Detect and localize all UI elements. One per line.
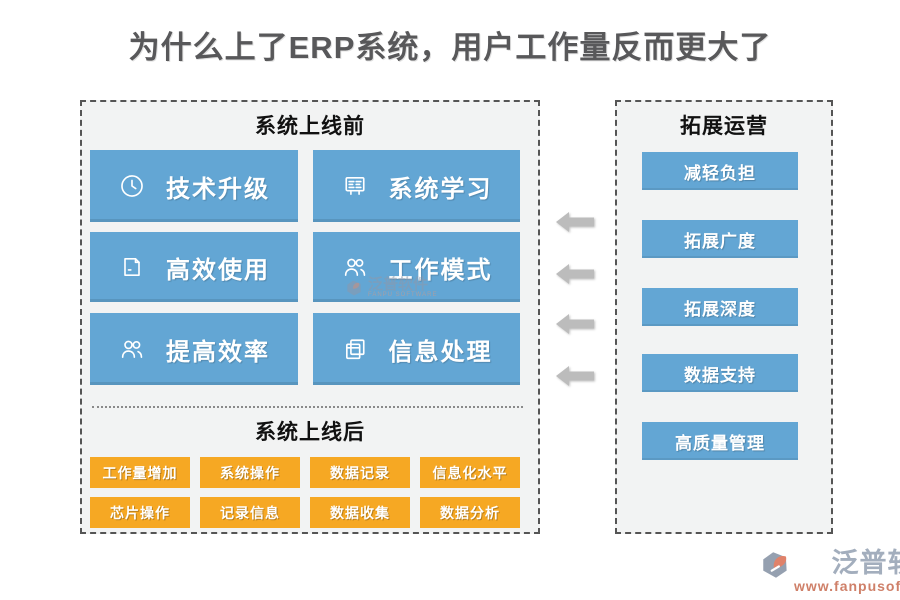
- expand-item-label: 减轻负担: [684, 163, 756, 183]
- expand-item-label: 拓展广度: [684, 231, 756, 251]
- after-panel-title: 系统上线后: [255, 421, 365, 444]
- after-item: 记录信息: [200, 497, 300, 528]
- after-item: 工作量增加: [90, 457, 190, 488]
- after-item: 数据收集: [310, 497, 410, 528]
- before-item-tech-upgrade: 技术升级: [90, 150, 298, 222]
- users-icon: [341, 253, 369, 281]
- expand-item-label: 数据支持: [684, 365, 756, 385]
- before-item-info-processing: 信息处理: [313, 313, 520, 385]
- before-item-label: 系统学习: [388, 175, 493, 203]
- after-item: 数据记录: [310, 457, 410, 488]
- panel-divider: [92, 406, 523, 408]
- before-item-label: 高效使用: [166, 256, 270, 284]
- logo-name: 泛普软件: [831, 548, 900, 578]
- before-item-improve-efficiency: 提高效率: [90, 313, 298, 385]
- after-item: 数据分析: [420, 497, 520, 528]
- after-item-label: 工作量增加: [102, 464, 178, 481]
- before-panel-title: 系统上线前: [255, 115, 365, 138]
- before-item-efficient-use: 高效使用: [90, 232, 298, 302]
- after-item-label: 数据记录: [330, 464, 390, 481]
- left-arrow-icon: [556, 262, 594, 291]
- fanpu-logo-icon: [758, 548, 794, 582]
- left-arrow-icon: [556, 210, 594, 239]
- expand-panel-title: 拓展运营: [680, 115, 768, 138]
- before-item-label: 信息处理: [388, 338, 493, 366]
- after-item-label: 数据分析: [440, 504, 500, 521]
- before-item-system-learning: 系统学习: [313, 150, 520, 222]
- page-title: 为什么上了ERP系统，用户工作量反而更大了: [128, 30, 772, 65]
- after-item-label: 数据收集: [330, 504, 390, 521]
- documents-icon: [341, 335, 369, 363]
- expand-item: 拓展深度: [642, 288, 798, 326]
- expand-item-label: 高质量管理: [675, 433, 765, 453]
- left-arrow-icon: [556, 364, 594, 393]
- before-item-work-mode: 工作模式: [313, 232, 520, 302]
- before-item-label: 提高效率: [166, 338, 270, 366]
- after-item-label: 芯片操作: [110, 504, 170, 521]
- after-item-label: 系统操作: [220, 464, 280, 481]
- left-arrow-icon: [556, 312, 594, 341]
- after-item: 信息化水平: [420, 457, 520, 488]
- after-item-label: 记录信息: [220, 504, 280, 521]
- expand-item: 拓展广度: [642, 220, 798, 258]
- before-item-label: 工作模式: [388, 256, 493, 284]
- envelope-icon: [118, 253, 146, 281]
- logo-url: www.fanpusoft.com: [794, 578, 900, 594]
- before-item-label: 技术升级: [166, 175, 270, 203]
- expand-item: 减轻负担: [642, 152, 798, 190]
- after-item: 系统操作: [200, 457, 300, 488]
- after-item: 芯片操作: [90, 497, 190, 528]
- expand-item: 高质量管理: [642, 422, 798, 460]
- expand-item-label: 拓展深度: [684, 299, 756, 319]
- form-board-icon: [341, 172, 369, 200]
- users-icon: [118, 335, 146, 363]
- fanpu-logo: 泛普软件 www.fanpusoft.com: [758, 548, 900, 594]
- clock-icon: [118, 172, 146, 200]
- expand-item: 数据支持: [642, 354, 798, 392]
- after-item-label: 信息化水平: [432, 464, 508, 481]
